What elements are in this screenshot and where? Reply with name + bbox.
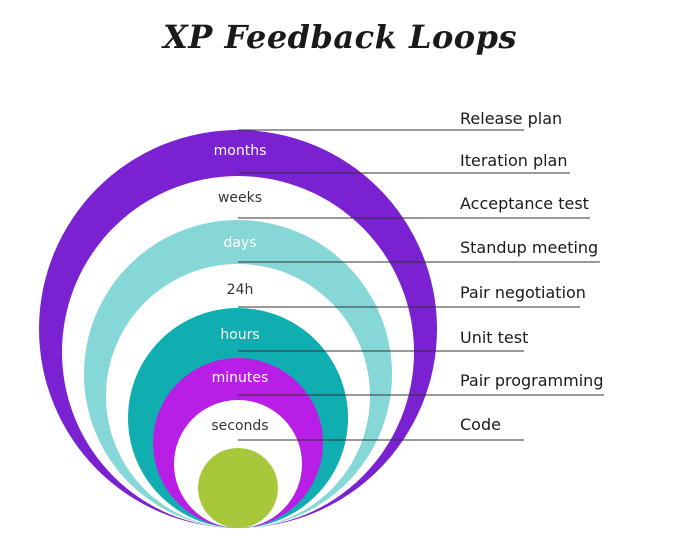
- diagram-title: XP Feedback Loops: [162, 18, 518, 56]
- ring-label-weeks: weeks: [218, 190, 262, 206]
- loop-label-iteration-plan: Iteration plan: [460, 151, 568, 170]
- core-circle: [198, 448, 278, 528]
- ring-label-hours: hours: [220, 327, 259, 343]
- loop-label-unit-test: Unit test: [460, 328, 528, 347]
- ring-label-seconds: seconds: [211, 418, 268, 434]
- ring-label-24h: 24h: [227, 282, 254, 298]
- ring-label-months: months: [214, 143, 267, 159]
- loop-label-pair-negotiation: Pair negotiation: [460, 283, 586, 302]
- loop-label-pair-programming: Pair programming: [460, 371, 603, 390]
- loop-label-standup-meeting: Standup meeting: [460, 238, 598, 257]
- ring-label-minutes: minutes: [212, 370, 269, 386]
- ring-label-days: days: [223, 235, 256, 251]
- loop-label-acceptance-test: Acceptance test: [460, 194, 589, 213]
- loop-label-release-plan: Release plan: [460, 109, 562, 128]
- loop-label-code: Code: [460, 415, 501, 434]
